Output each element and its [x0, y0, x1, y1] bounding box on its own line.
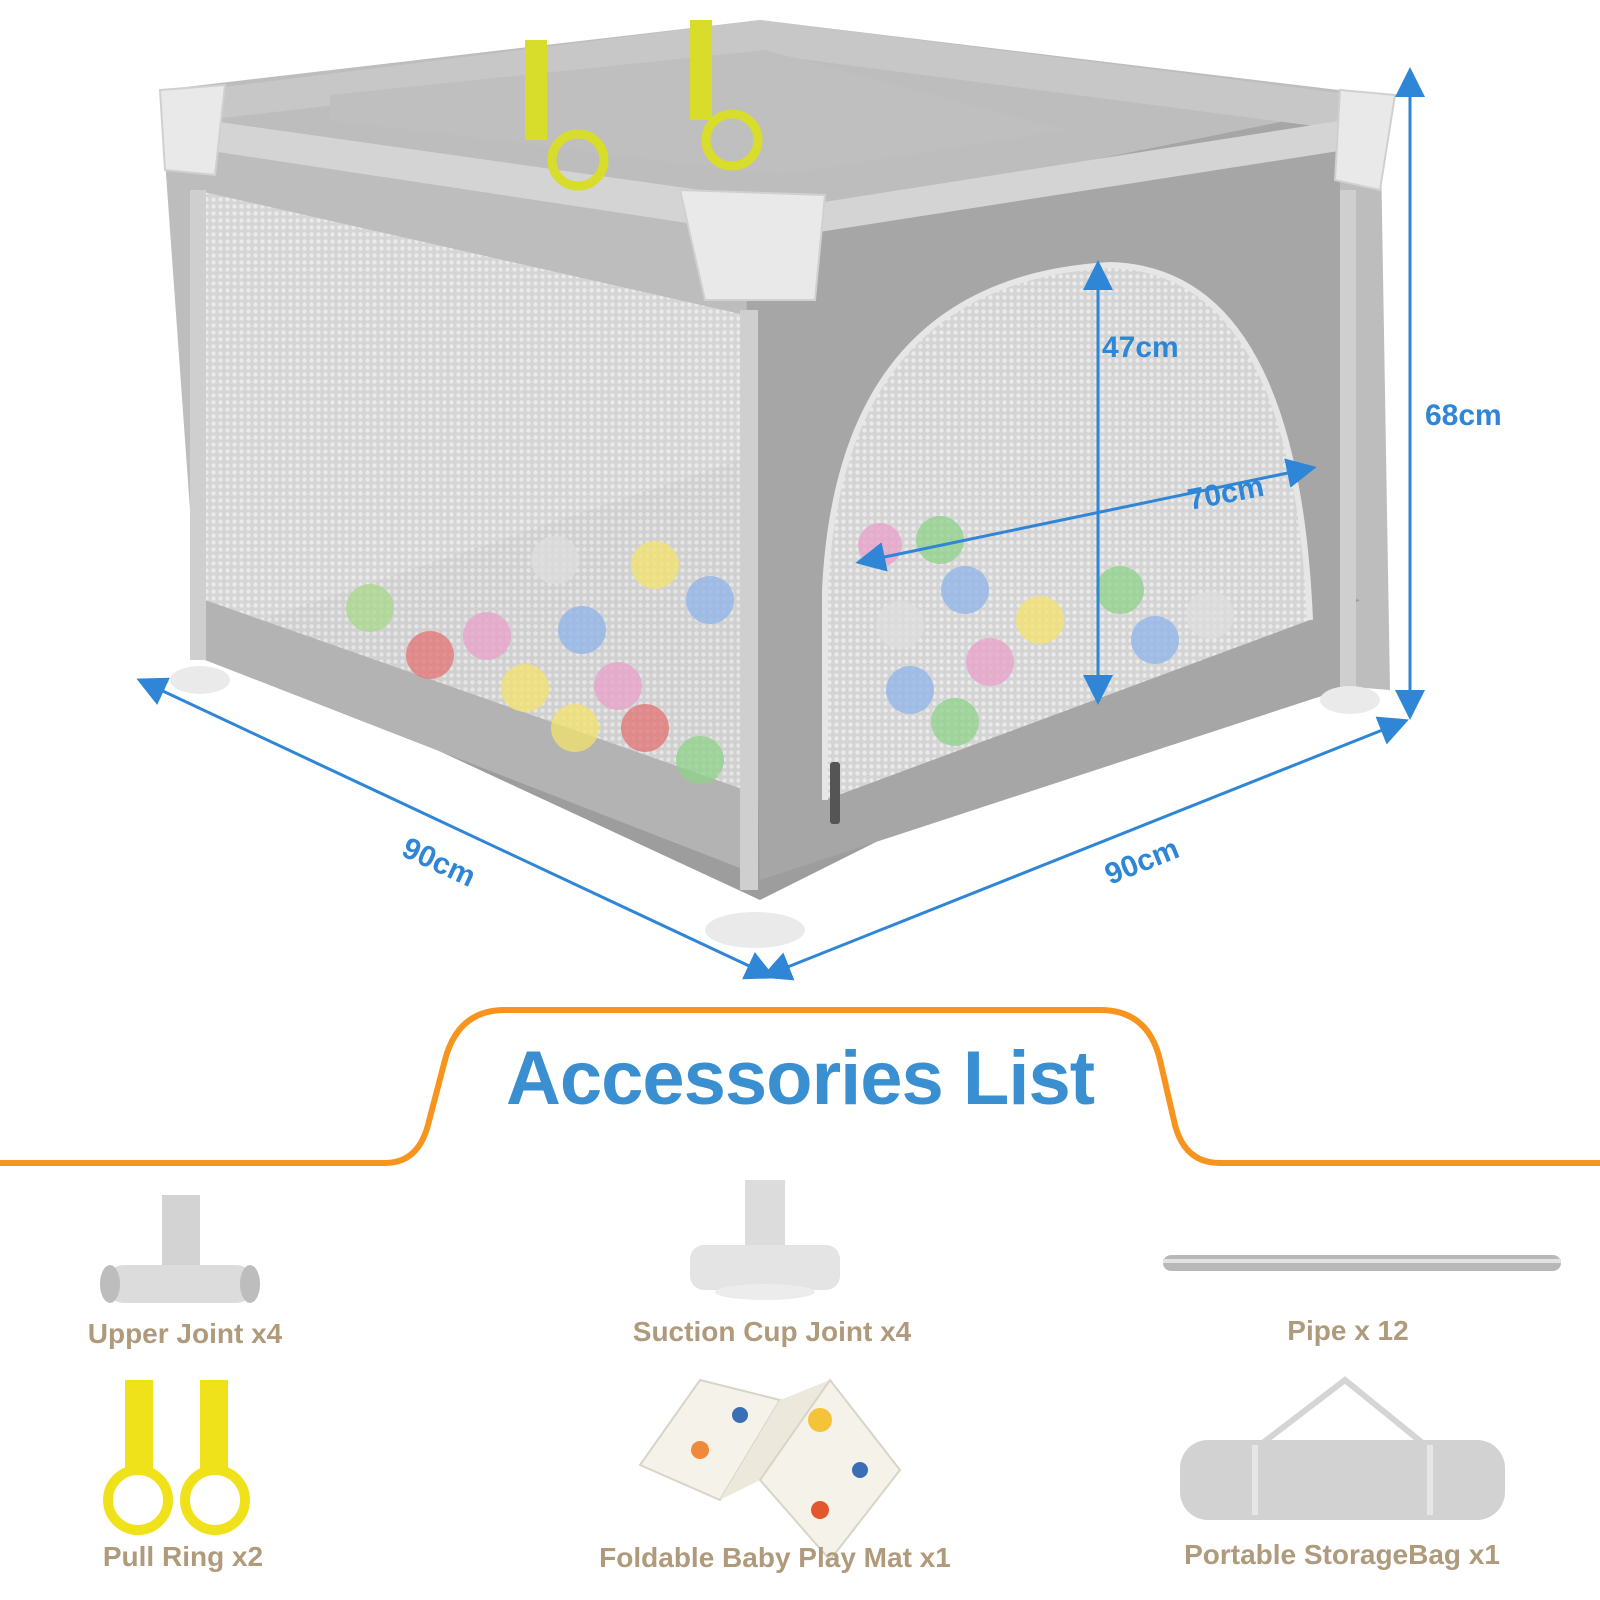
length-left-label: 90cm: [397, 831, 480, 893]
pull-ring-icon: [103, 1380, 250, 1535]
length-left-arrow: [136, 677, 776, 980]
door-width-arrow: [855, 458, 1317, 572]
storage-bag-icon: [1180, 1376, 1505, 1520]
accessories-tab-outline: [0, 1007, 1600, 1166]
dimension-lines: [136, 67, 1425, 981]
length-right-arrow: [761, 716, 1409, 981]
caption-pull-ring: Pull Ring x2: [102, 1541, 264, 1572]
pipe-icon: [1163, 1255, 1561, 1271]
door-height-label: 47cm: [1102, 331, 1179, 364]
caption-upper-joint: Upper Joint x4: [87, 1318, 283, 1349]
accessories-title: Accessories List: [505, 1036, 1095, 1121]
length-right-label: 90cm: [1100, 832, 1184, 891]
play-mat-icon: [638, 1378, 902, 1562]
suction-cup-joint-icon: [690, 1180, 840, 1300]
upper-joint-icon: [100, 1195, 260, 1303]
caption-storage-bag: Portable StorageBag x1: [1184, 1539, 1500, 1570]
playpen-pull-rings: [525, 20, 763, 191]
corner-joints: [158, 83, 1397, 301]
caption-pipe: Pipe x 12: [1287, 1315, 1409, 1346]
caption-play-mat: Foldable Baby Play Mat x1: [599, 1542, 951, 1573]
height-label: 68cm: [1425, 399, 1502, 432]
caption-suction-cup-joint: Suction Cup Joint x4: [632, 1316, 912, 1347]
